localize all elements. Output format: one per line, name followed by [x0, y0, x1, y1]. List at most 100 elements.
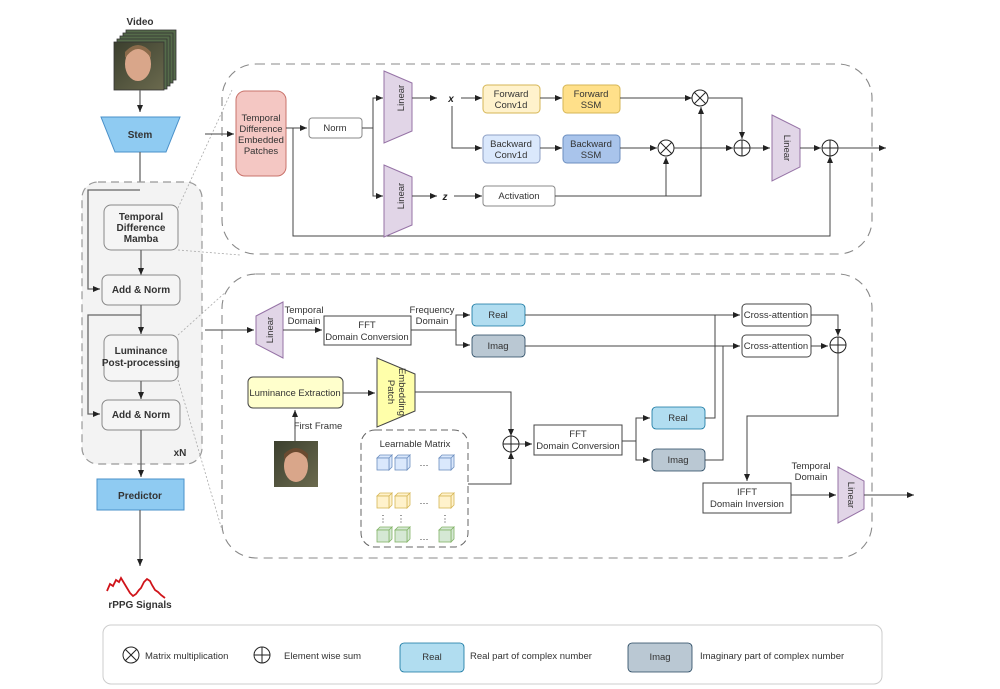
first-frame-image [274, 441, 318, 487]
svg-text:Temporal: Temporal [119, 212, 163, 223]
video-label: Video [126, 17, 153, 28]
svg-text:Difference: Difference [239, 124, 282, 135]
svg-text:Forward: Forward [574, 89, 609, 100]
svg-text:Embedding: Embedding [396, 368, 407, 416]
norm-block: Norm [308, 117, 363, 139]
fft-domain-conversion-1: FFT Domain Conversion [323, 315, 412, 346]
temporal-difference-mamba-block: Temporal Difference Mamba [103, 204, 179, 251]
svg-text:Luminance Extraction: Luminance Extraction [249, 388, 340, 399]
svg-text:Domain Conversion: Domain Conversion [325, 332, 408, 343]
element-sum-icon-mamba-out [821, 139, 839, 157]
svg-text:FFT: FFT [358, 320, 376, 331]
matrix-mult-legend-icon [122, 646, 140, 664]
add-norm-block-1: Add & Norm [101, 274, 181, 306]
svg-text:Imag: Imag [649, 652, 670, 663]
cube-blue-icon [438, 454, 455, 471]
forward-conv1d: Forward Conv1d [482, 84, 541, 114]
rppg-signal-icon [106, 576, 166, 599]
cube-green-icon [438, 526, 455, 543]
real-block-1: Real [471, 303, 526, 327]
svg-text:Linear: Linear [396, 85, 407, 111]
temporal-domain-label-2: Domain [288, 316, 321, 327]
svg-text:Add & Norm: Add & Norm [112, 285, 170, 296]
svg-text:Cross-attention: Cross-attention [744, 310, 808, 321]
luminance-detail-container [221, 273, 873, 559]
svg-text:SSM: SSM [581, 100, 602, 111]
svg-text:Conv1d: Conv1d [495, 150, 528, 161]
real-block-2: Real [651, 406, 706, 430]
backward-conv1d: Backward Conv1d [482, 134, 541, 164]
temporal-domain-out-label: Temporal [791, 461, 830, 472]
svg-text:Backward: Backward [570, 139, 612, 150]
svg-text:Imag: Imag [487, 341, 508, 352]
svg-text:Learnable Matrix: Learnable Matrix [380, 439, 451, 450]
svg-text:Activation: Activation [498, 191, 539, 202]
svg-text:Domain Conversion: Domain Conversion [536, 441, 619, 452]
cube-yellow-icon [376, 492, 393, 509]
ifft-domain-inversion: IFFT Domain Inversion [702, 482, 792, 514]
frequency-domain-label-2: Domain [416, 316, 449, 327]
svg-text:…: … [419, 458, 429, 469]
predictor-block: Predictor [96, 478, 185, 511]
xn-container [81, 181, 203, 465]
cross-attention-1: Cross-attention [741, 303, 812, 327]
legend-real-desc: Real part of complex number [470, 651, 592, 662]
legend-imag-desc: Imaginary part of complex number [700, 651, 844, 662]
svg-text:Embedded: Embedded [238, 135, 284, 146]
add-norm-block-2: Add & Norm [101, 399, 181, 431]
linear-in-luminance: Linear [255, 301, 284, 359]
svg-text:Mamba: Mamba [124, 234, 159, 245]
svg-text:FFT: FFT [569, 429, 587, 440]
svg-text:Forward: Forward [494, 89, 529, 100]
cube-yellow-icon [394, 492, 411, 509]
cube-green-icon [376, 526, 393, 543]
svg-text:Predictor: Predictor [118, 491, 162, 502]
svg-text:Luminance: Luminance [115, 346, 168, 357]
forward-ssm: Forward SSM [562, 84, 621, 114]
mamba-detail-container [221, 63, 873, 255]
vertical-ellipsis: ⋮ [378, 514, 388, 525]
cube-blue-icon [376, 454, 393, 471]
svg-text:Norm: Norm [323, 123, 346, 134]
svg-text:Domain Inversion: Domain Inversion [710, 499, 784, 510]
x-label: x [447, 94, 454, 105]
svg-text:Post-processing: Post-processing [102, 358, 180, 369]
svg-text:Difference: Difference [117, 223, 166, 234]
linear-bottom: Linear [383, 164, 413, 238]
svg-text:…: … [419, 496, 429, 507]
svg-text:Patches: Patches [244, 146, 279, 157]
svg-text:IFFT: IFFT [737, 487, 757, 498]
legend-imag-box: Imag [627, 642, 693, 673]
legend-matrix-mult: Matrix multiplication [145, 651, 228, 662]
z-label: z [442, 192, 448, 203]
luminance-post-processing-block: Luminance Post-processing [102, 334, 180, 382]
element-sum-icon-cross [829, 336, 847, 354]
rppg-signals-label: rPPG Signals [108, 600, 172, 611]
svg-text:Cross-attention: Cross-attention [744, 341, 808, 352]
cube-green-icon [394, 526, 411, 543]
vertical-ellipsis: ⋮ [396, 514, 406, 525]
cube-yellow-icon [438, 492, 455, 509]
linear-out-luminance: Linear [837, 466, 865, 524]
stem-block: Stem [100, 116, 181, 153]
patch-embedding: Patch Embedding [376, 357, 416, 428]
cross-attention-2: Cross-attention [741, 334, 812, 358]
backward-ssm: Backward SSM [562, 134, 621, 164]
svg-text:Imag: Imag [667, 455, 688, 466]
element-sum-icon-luminance [502, 435, 520, 453]
linear-top: Linear [383, 70, 413, 144]
svg-text:Linear: Linear [845, 482, 856, 508]
luminance-extraction-block: Luminance Extraction [247, 376, 344, 409]
svg-text:Linear: Linear [396, 183, 407, 209]
svg-text:Patch: Patch [385, 380, 396, 404]
video-frames-icon [113, 29, 177, 91]
legend-element-sum: Element wise sum [284, 651, 361, 662]
imag-block-1: Imag [471, 334, 526, 358]
first-frame-label: First Frame [294, 421, 343, 432]
svg-text:SSM: SSM [581, 150, 602, 161]
imag-block-2: Imag [651, 448, 706, 472]
svg-text:Real: Real [422, 652, 442, 663]
frequency-domain-label: Frequency [410, 305, 455, 316]
svg-text:Add & Norm: Add & Norm [112, 410, 170, 421]
